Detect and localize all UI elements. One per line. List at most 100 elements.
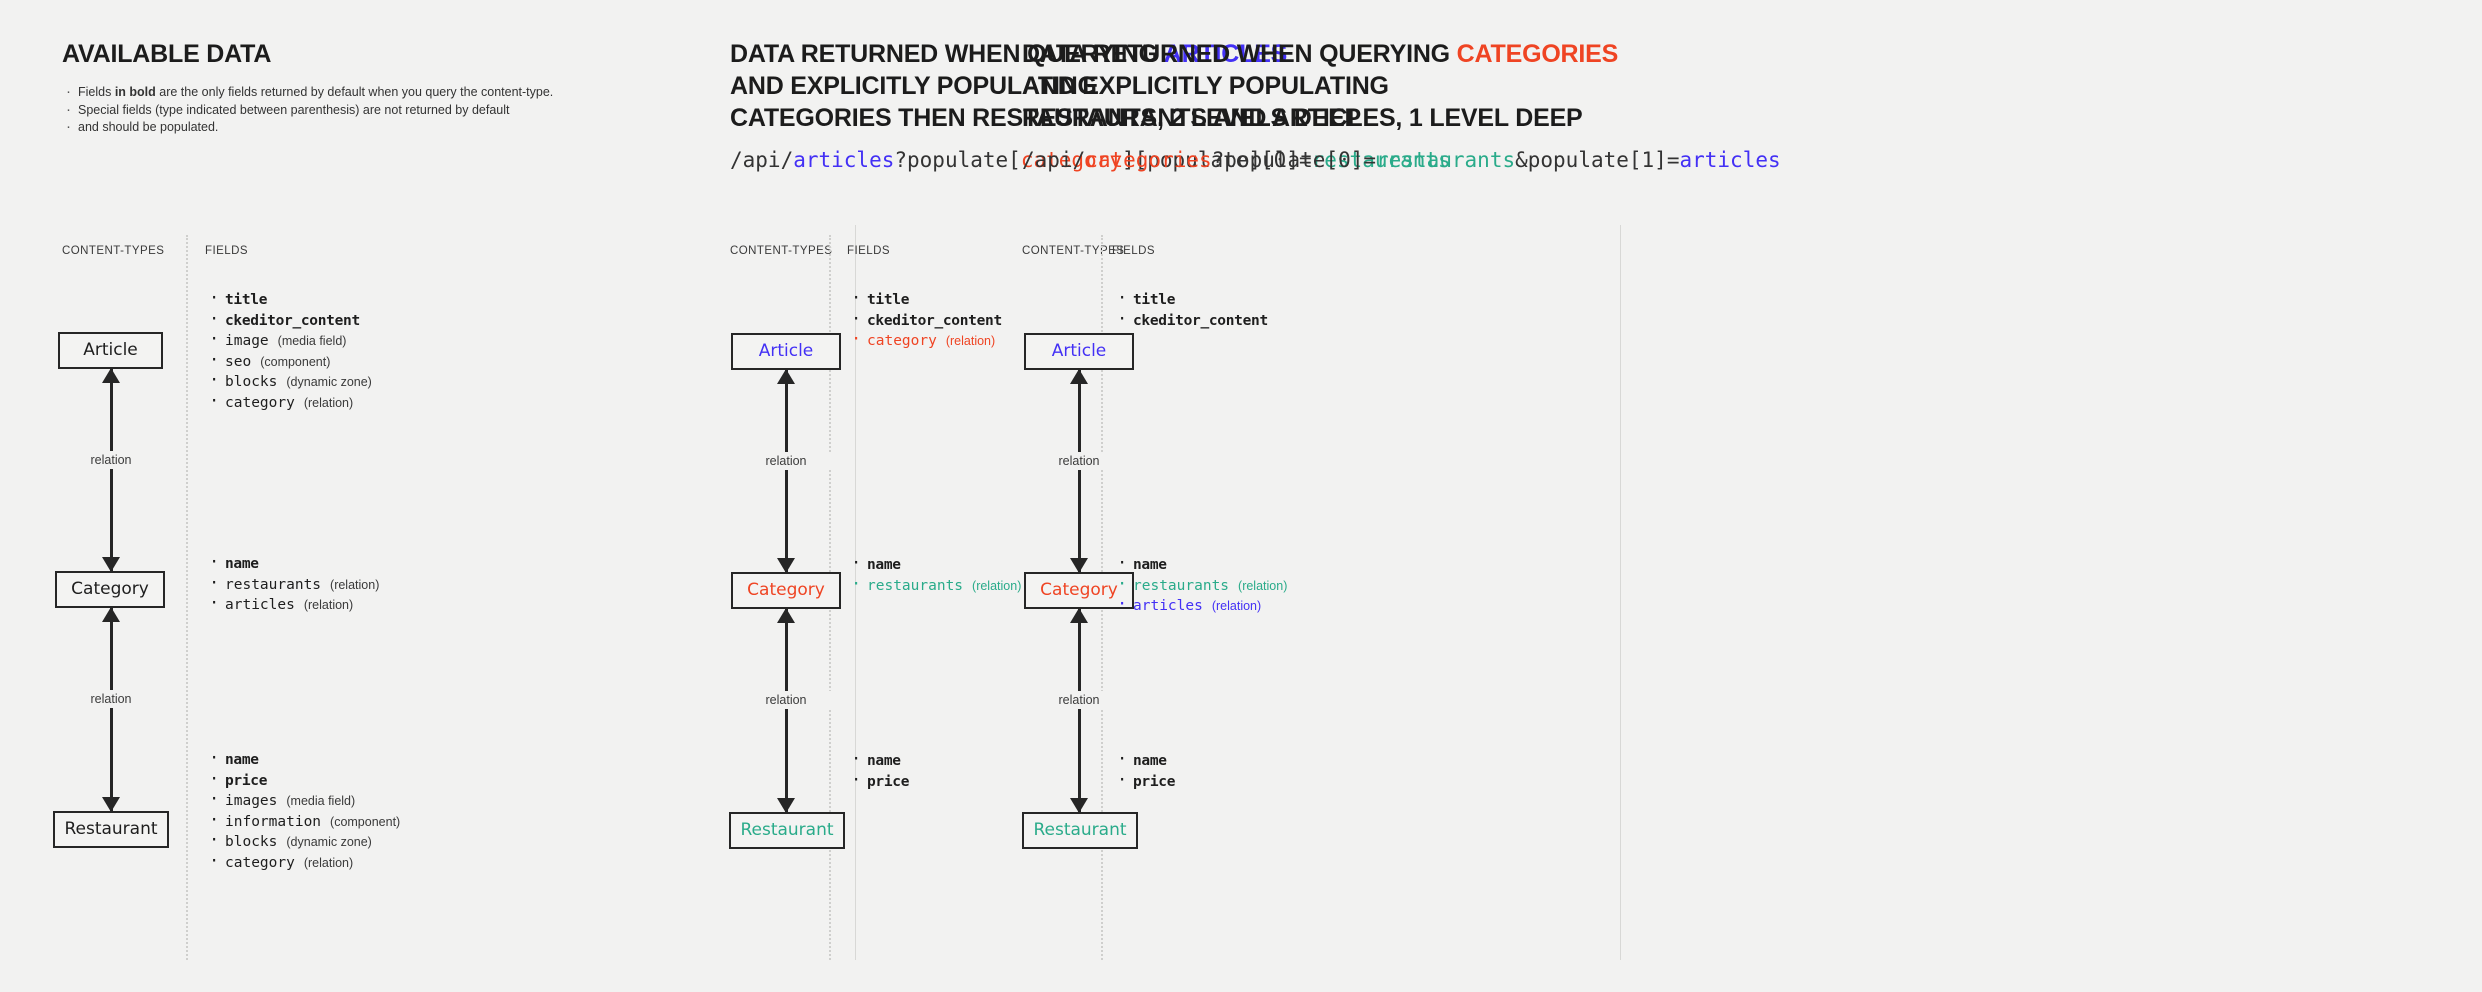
field-row: name — [848, 749, 909, 772]
column-label-content-types: CONTENT-TYPES — [730, 245, 833, 257]
field-name: price — [225, 772, 268, 789]
field-type: (relation) — [972, 578, 1022, 593]
field-row: restaurants (relation) — [848, 574, 1022, 597]
content-type-box-article[interactable]: Article — [58, 332, 163, 369]
content-type-box-category[interactable]: Category — [731, 572, 841, 609]
endpoint-segment: category — [1020, 148, 1122, 172]
heading-accent: CATEGORIES — [1456, 40, 1619, 68]
fields-list-category: name restaurants (relation) — [848, 553, 1022, 597]
content-type-label: Restaurant — [740, 820, 834, 840]
heading-line-2: AND EXPLICITLY POPULATING — [730, 72, 1097, 100]
fields-list-article: titleckeditor_contentimage(media field)s… — [206, 288, 372, 414]
content-type-label: Category — [71, 579, 149, 599]
arrow-head-up — [1070, 369, 1088, 384]
arrow-line — [1078, 609, 1081, 812]
content-type-label: Restaurant — [1033, 820, 1127, 840]
field-row: image(media field) — [206, 329, 372, 352]
fields-list-category: namerestaurants(relation)articles (relati… — [1114, 553, 1288, 617]
field-type: (component) — [330, 814, 401, 829]
content-type-box-restaurant[interactable]: Restaurant — [1022, 812, 1138, 849]
field-row: name — [206, 552, 379, 575]
field-row: name — [848, 553, 1021, 576]
fields-list-article: titleckeditor_content — [1114, 288, 1268, 331]
field-row: category(relation) — [206, 391, 372, 414]
field-row: category (relation) — [848, 329, 1002, 352]
arrow-head-up — [777, 608, 795, 623]
panel-divider-2 — [1620, 225, 1621, 960]
relation-label: relation — [1034, 452, 1124, 470]
field-row: title — [848, 288, 1002, 311]
endpoint-segment: restaurants — [1376, 148, 1516, 172]
arrow-line — [1078, 370, 1081, 572]
field-name: ckeditor_content — [867, 312, 1002, 329]
field-name: restaurants — [225, 576, 322, 593]
arrow-head-up — [102, 368, 120, 383]
relation-label: relation — [1034, 691, 1124, 709]
field-type: (media field) — [286, 794, 356, 808]
content-type-box-article[interactable]: Article — [1024, 333, 1134, 370]
field-name: information — [225, 813, 322, 830]
field-name: restaurants — [867, 577, 964, 594]
relation-label: relation — [741, 691, 831, 709]
heading-line-3: CATEGORIES THEN RESTAURANTS, 2 LEVELS DE… — [730, 104, 1362, 132]
fields-list-category: namerestaurants(relation)articles(relati… — [206, 552, 379, 616]
content-type-label: Category — [747, 580, 825, 600]
fields-list-restaurant: nameprice — [1114, 749, 1175, 792]
endpoint-segment: /api/ — [730, 148, 794, 172]
field-name: category — [225, 854, 295, 871]
content-type-box-restaurant[interactable]: Restaurant — [53, 811, 169, 848]
arrow-line — [110, 608, 113, 811]
field-row: ckeditor_content — [206, 309, 372, 332]
column-label-content-types: CONTENT-TYPES — [1022, 245, 1125, 257]
endpoint-segment: articles — [1679, 148, 1781, 172]
content-type-box-category[interactable]: Category — [55, 571, 165, 608]
endpoint-segment: articles — [793, 148, 895, 172]
field-row: price — [848, 770, 910, 793]
field-name: price — [867, 773, 910, 790]
column-label-fields: FIELDS — [1112, 245, 1155, 257]
field-name: name — [225, 556, 259, 572]
field-name: name — [1133, 753, 1167, 769]
endpoint-segment: /api/ — [1022, 148, 1086, 172]
field-name: articles — [225, 597, 295, 613]
arrow-head-down — [102, 557, 120, 572]
field-type: (dynamic zone) — [286, 375, 372, 389]
content-type-label: Article — [1051, 341, 1107, 361]
content-type-box-restaurant[interactable]: Restaurant — [729, 812, 845, 849]
column-label-content-types: CONTENT-TYPES — [62, 245, 165, 257]
field-type: (relation) — [1238, 578, 1288, 593]
heading-accent: ARTICLES — [1163, 40, 1288, 68]
field-row: title — [206, 288, 372, 311]
relation-arrow-category-restaurant: relation — [741, 608, 831, 813]
relation-label: relation — [66, 451, 156, 469]
field-name: name — [867, 557, 901, 573]
field-row: articles(relation) — [206, 593, 379, 616]
panel-query-articles: DATA RETURNED WHEN QUERYING ARTICLES AND… — [729, 0, 1620, 992]
panel-query-categories: DATA RETURNED WHEN QUERYING CATEGORIES A… — [1022, 0, 2482, 992]
arrow-head-up — [777, 369, 795, 384]
field-type: (relation) — [1211, 599, 1262, 613]
endpoint-url: /api/categories?populate[0]=restaurants&… — [1022, 148, 1781, 172]
heading-line-1: DATA RETURNED WHEN QUERYING CATEGORIES — [1022, 40, 1619, 68]
field-row: title — [1114, 288, 1268, 311]
endpoint-segment: restaurants — [1311, 148, 1451, 172]
field-row: name — [1114, 553, 1287, 576]
legend-notes: Fields in bold are the only fields retur… — [62, 83, 553, 137]
field-row: restaurants(relation) — [1114, 574, 1288, 597]
relation-arrow-category-restaurant: relation — [1034, 608, 1124, 813]
relation-arrow-article-category: relation — [741, 369, 831, 573]
content-type-box-article[interactable]: Article — [731, 333, 841, 370]
field-name: name — [1133, 557, 1167, 573]
field-name: category — [867, 333, 937, 349]
field-name: image — [225, 333, 269, 349]
content-type-label: Article — [83, 340, 138, 360]
field-name: articles — [1133, 598, 1203, 614]
relation-label: relation — [66, 690, 156, 708]
field-name: name — [225, 752, 259, 768]
field-type: (relation) — [945, 334, 996, 348]
content-type-label: Category — [1040, 580, 1118, 600]
field-name: title — [225, 292, 268, 308]
field-type: (dynamic zone) — [286, 835, 372, 849]
arrow-head-down — [102, 797, 120, 812]
endpoint-segment: categories — [1085, 148, 1212, 172]
